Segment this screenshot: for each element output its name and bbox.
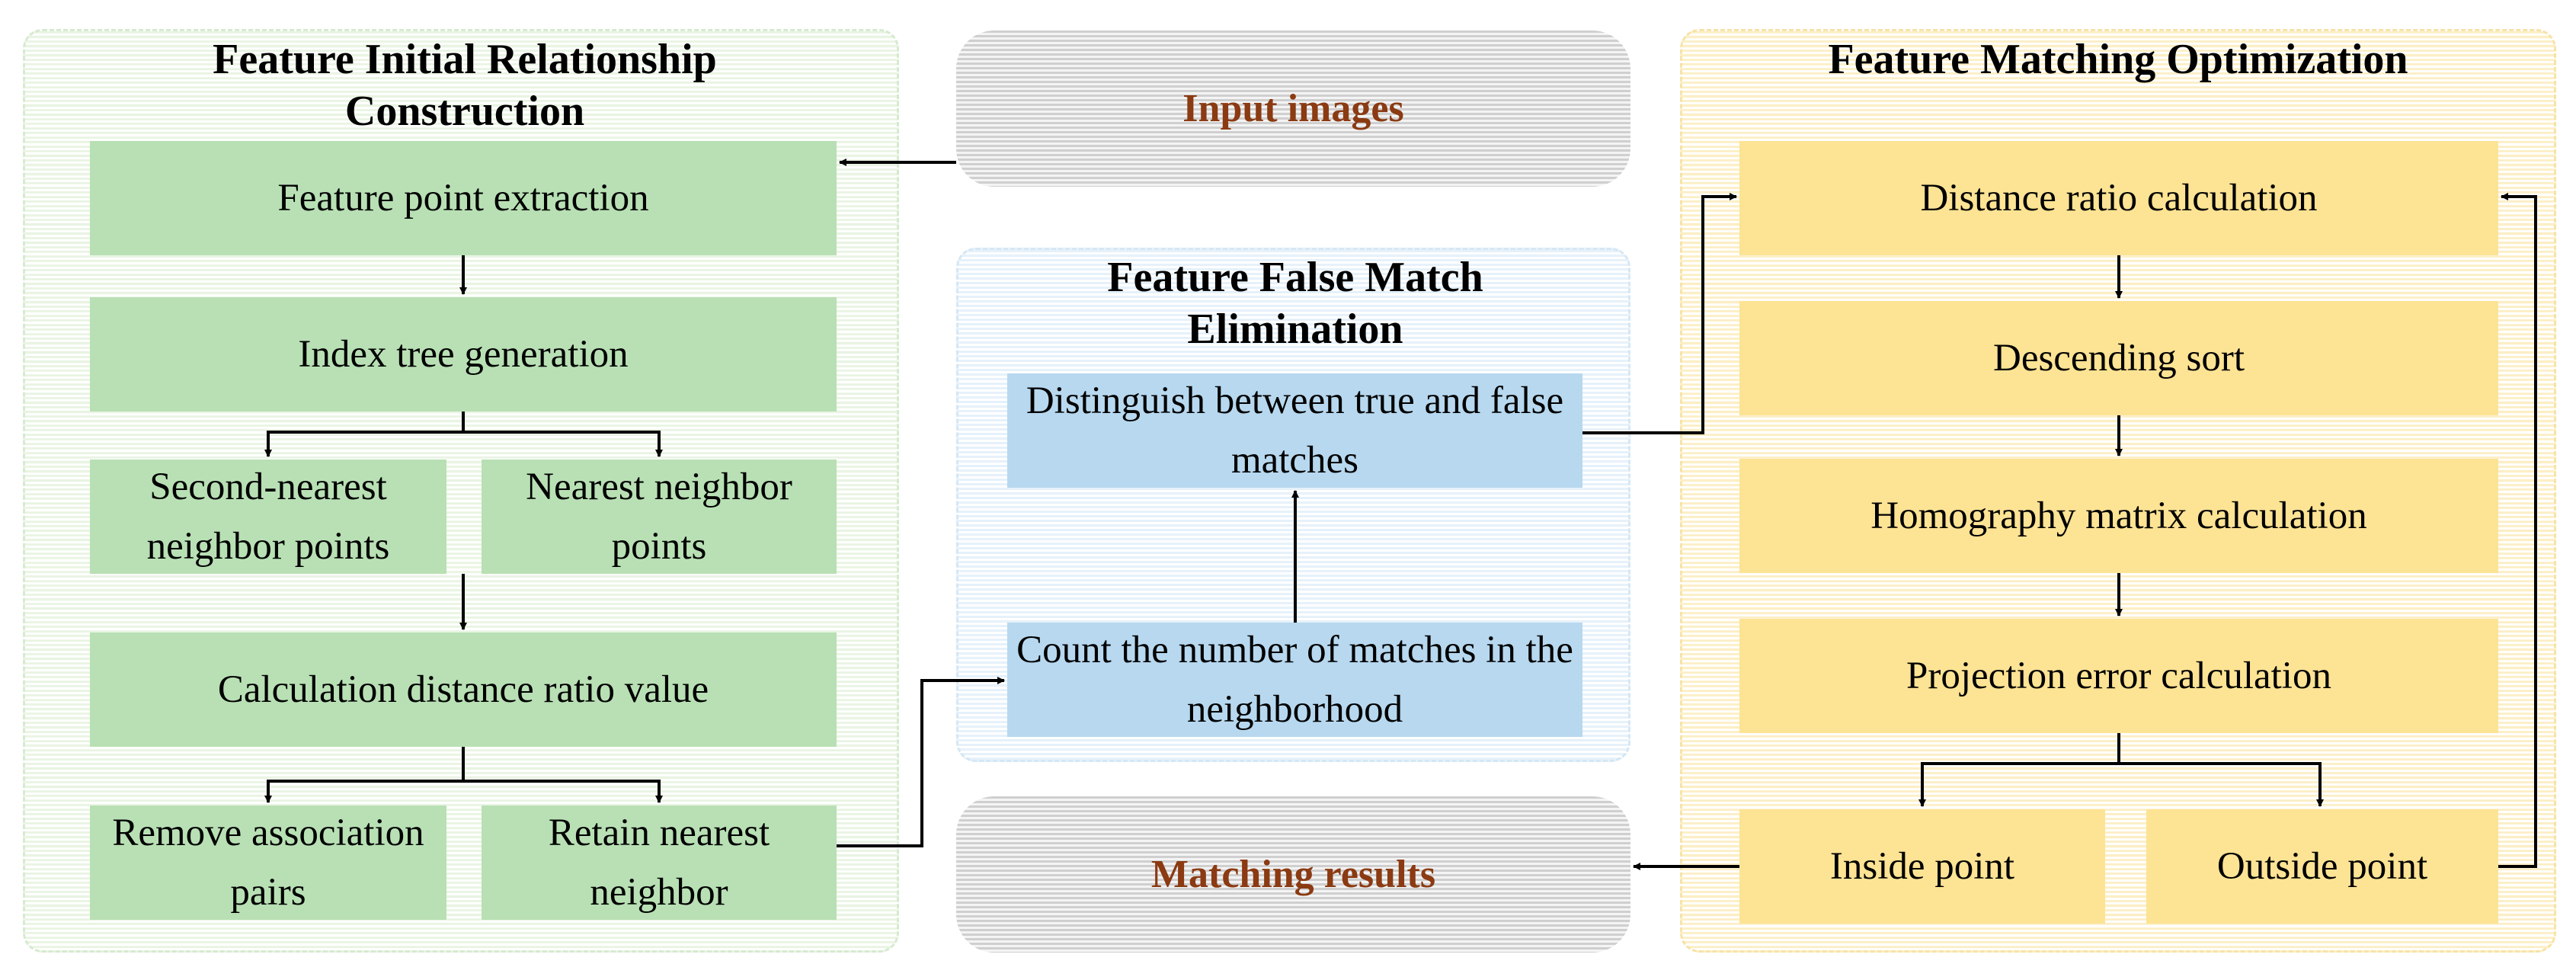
matching-results-terminal: Matching results (956, 796, 1630, 953)
middle-panel-title: Feature False Match Elimination (1107, 254, 1483, 353)
left-panel-title: Feature Initial Relationship Constructio… (213, 36, 717, 135)
matching-results-label: Matching results (1150, 853, 1436, 896)
connector-index-split-right (463, 431, 663, 457)
feature-point-extraction-box: Feature point extraction (90, 141, 837, 255)
remove-association-pairs-box: Remove association pairs (90, 805, 446, 920)
nearest-neighbor-label: Nearest neighbor points (526, 466, 792, 568)
input-images-terminal: Input images (956, 30, 1630, 187)
outside-point-box: Outside point (2146, 809, 2498, 924)
count-matches-box: Count the number of matches in the neigh… (1007, 623, 1582, 737)
distance-ratio-calculation-label: Distance ratio calculation (1920, 177, 2318, 219)
right-panel-title: Feature Matching Optimization (1828, 36, 2408, 83)
retain-nearest-neighbor-box: Retain nearest neighbor (482, 805, 837, 920)
inside-point-box: Inside point (1739, 809, 2105, 924)
nearest-neighbor-box: Nearest neighbor points (482, 460, 837, 574)
distance-ratio-calculation-box: Distance ratio calculation (1739, 141, 2498, 255)
index-tree-generation-box: Index tree generation (90, 297, 837, 412)
connector-ratio-split (264, 747, 465, 803)
input-images-label: Input images (1182, 87, 1404, 130)
distinguish-matches-label: Distinguish between true and false match… (1026, 380, 1564, 482)
outside-point-label: Outside point (2216, 845, 2428, 888)
feature-point-extraction-label: Feature point extraction (277, 177, 649, 219)
count-matches-label: Count the number of matches in the neigh… (1016, 629, 1573, 731)
connector-projection-split (1918, 733, 2120, 807)
connector-projection-split-right (2119, 762, 2324, 807)
distance-ratio-value-box: Calculation distance ratio value (90, 633, 837, 747)
projection-error-label: Projection error calculation (1906, 655, 2331, 697)
second-nearest-neighbor-label: Second-nearest neighbor points (146, 466, 390, 568)
connector-ratio-split-right (463, 780, 663, 803)
projection-error-box: Projection error calculation (1739, 619, 2498, 733)
second-nearest-neighbor-box: Second-nearest neighbor points (90, 460, 446, 574)
inside-point-label: Inside point (1829, 845, 2015, 888)
remove-association-pairs-label: Remove association pairs (112, 812, 424, 914)
homography-matrix-label: Homography matrix calculation (1870, 495, 2367, 537)
distinguish-matches-box: Distinguish between true and false match… (1007, 373, 1582, 488)
homography-matrix-box: Homography matrix calculation (1739, 459, 2498, 573)
distance-ratio-value-label: Calculation distance ratio value (217, 668, 709, 711)
connector-index-split (264, 412, 465, 457)
retain-nearest-neighbor-label: Retain nearest neighbor (548, 812, 770, 914)
arrow-outside-feedback (2498, 193, 2537, 868)
arrow-distinguish-to-distance-ratio (1582, 193, 1737, 434)
index-tree-generation-label: Index tree generation (298, 333, 629, 376)
arrow-retain-to-count (837, 677, 1005, 847)
descending-sort-box: Descending sort (1739, 301, 2498, 415)
descending-sort-label: Descending sort (1992, 337, 2245, 380)
